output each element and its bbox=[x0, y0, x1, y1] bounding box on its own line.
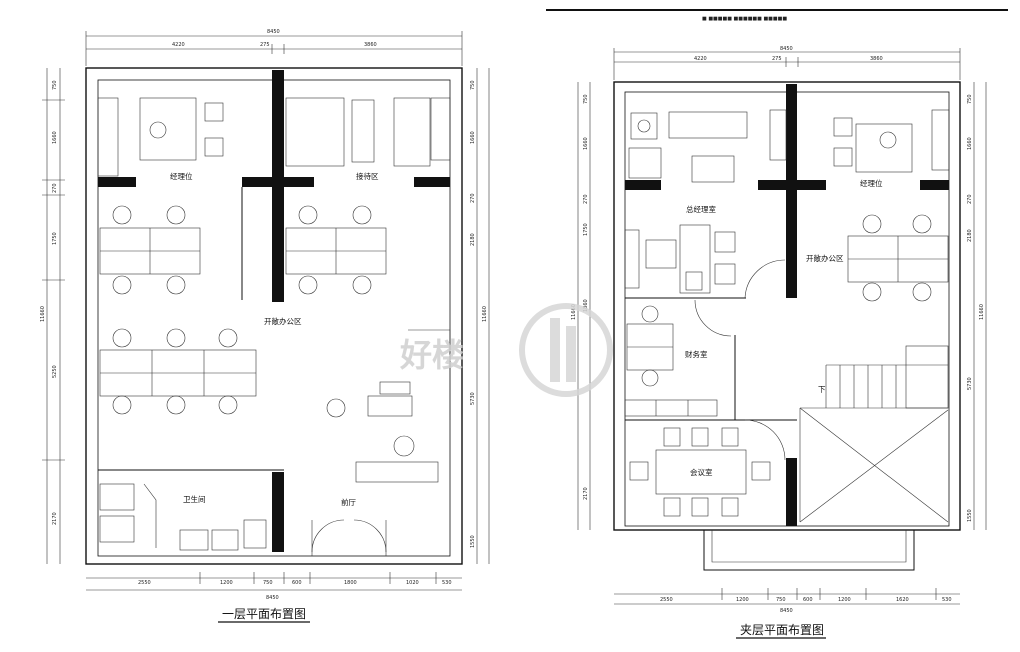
stair-down-label: 下 bbox=[818, 385, 826, 394]
stairs-plan1 bbox=[326, 329, 451, 483]
dim2-right-2: 270 bbox=[967, 194, 973, 204]
stair-void-plan2 bbox=[799, 345, 949, 523]
dim-right-3: 2180 bbox=[470, 233, 476, 246]
dim-top-total: 8450 bbox=[267, 29, 280, 35]
dim2-bottom-d: 600 bbox=[803, 597, 813, 603]
room2-label-finance: 财务室 bbox=[685, 349, 708, 359]
dim2-bottom-c: 750 bbox=[776, 597, 786, 603]
dim2-top-c: 3860 bbox=[870, 56, 883, 62]
dim-left-4: 5250 bbox=[52, 365, 58, 378]
dim-bottom-b: 1200 bbox=[220, 580, 233, 586]
plan-1: 8450 4220 275 3860 750 1660 270 1750 525… bbox=[40, 29, 490, 623]
dim2-right-total: 11660 bbox=[979, 304, 985, 320]
dim2-right-3: 2180 bbox=[967, 229, 973, 242]
entrance-door bbox=[311, 519, 387, 556]
room2-label-gm-office: 总经理室 bbox=[686, 204, 716, 214]
dim2-left-total: 11660 bbox=[571, 304, 577, 320]
room-label-lobby: 前厅 bbox=[341, 497, 356, 507]
room2-label-meeting: 会议室 bbox=[690, 467, 713, 477]
dim-top-c: 3860 bbox=[364, 42, 377, 48]
room2-label-open-office: 开敞办公区 bbox=[806, 253, 844, 263]
dim2-right-1: 1660 bbox=[967, 137, 973, 150]
plan-2: ■ ■■■■■ ■■■■■■ ■■■■■ 8450 4220 275 3860 … bbox=[546, 9, 1008, 639]
dim-right-0: 750 bbox=[470, 80, 476, 90]
dim-left-total: 11660 bbox=[40, 306, 46, 322]
top-header-text: ■ ■■■■■ ■■■■■■ ■■■■■ bbox=[702, 16, 787, 22]
room-label-restroom: 卫生间 bbox=[183, 494, 206, 504]
dim2-left-5: 2170 bbox=[583, 487, 589, 500]
dim-right-2: 270 bbox=[470, 193, 476, 203]
dim2-bottom-g: 530 bbox=[942, 597, 952, 603]
dim-bottom-total: 8450 bbox=[266, 595, 279, 601]
dim-bottom-g: 530 bbox=[442, 580, 452, 586]
dim-bottom-f: 1020 bbox=[406, 580, 419, 586]
dim2-right-5: 1550 bbox=[967, 509, 973, 522]
workstations-upper-left bbox=[99, 205, 201, 295]
plan-2-title: 夹层平面布置图 bbox=[740, 623, 824, 637]
dim-bottom-e: 1800 bbox=[344, 580, 357, 586]
manager2-furniture bbox=[769, 109, 950, 173]
workstations-middle bbox=[99, 328, 257, 415]
dim2-left-1: 1660 bbox=[583, 137, 589, 150]
dim2-right-4: 5730 bbox=[967, 377, 973, 390]
dim-right-1: 1660 bbox=[470, 131, 476, 144]
dim2-bottom-a: 2550 bbox=[660, 597, 673, 603]
dim-bottom-c: 750 bbox=[263, 580, 273, 586]
dim2-left-3: 1750 bbox=[583, 223, 589, 236]
dim2-bottom-total: 8450 bbox=[780, 608, 793, 614]
finance-furniture bbox=[624, 299, 732, 417]
dim-bottom-d: 600 bbox=[292, 580, 302, 586]
dim-right-5: 1550 bbox=[470, 535, 476, 548]
dim-left-1: 1660 bbox=[52, 131, 58, 144]
dim-right-total: 11660 bbox=[482, 306, 488, 322]
meeting-furniture bbox=[629, 419, 786, 517]
room-label-reception: 接待区 bbox=[356, 171, 379, 181]
watermark: 好楼 bbox=[399, 303, 613, 397]
plan-1-title: 一层平面布置图 bbox=[222, 607, 306, 621]
dim2-bottom-e: 1200 bbox=[838, 597, 851, 603]
watermark-text: 好楼 bbox=[399, 336, 464, 374]
dim2-left-4: 1860 bbox=[583, 299, 589, 312]
workstations-upper-right bbox=[285, 205, 387, 295]
workstations2 bbox=[847, 214, 949, 302]
dim-left-3: 1750 bbox=[52, 232, 58, 245]
dim2-left-2: 270 bbox=[583, 194, 589, 204]
restroom-fixtures bbox=[99, 483, 267, 551]
dim-bottom-a: 2550 bbox=[138, 580, 151, 586]
room2-label-manager: 经理位 bbox=[860, 178, 883, 188]
gm-office-furniture bbox=[624, 111, 786, 299]
room-label-open-office: 开敞办公区 bbox=[264, 316, 302, 326]
dim2-top-total: 8450 bbox=[780, 46, 793, 52]
dim-left-0: 750 bbox=[52, 80, 58, 90]
dim2-left-0: 750 bbox=[583, 94, 589, 104]
dim-top-b: 275 bbox=[260, 42, 270, 48]
dim2-top-a: 4220 bbox=[694, 56, 707, 62]
dim-top-a: 4220 bbox=[172, 42, 185, 48]
dim2-bottom-b: 1200 bbox=[736, 597, 749, 603]
dim2-bottom-f: 1620 bbox=[896, 597, 909, 603]
room-label-manager: 经理位 bbox=[170, 171, 193, 181]
dim2-right-0: 750 bbox=[967, 94, 973, 104]
dim-right-4: 5730 bbox=[470, 392, 476, 405]
dim-left-2: 270 bbox=[52, 183, 58, 193]
dim-left-5: 2170 bbox=[52, 512, 58, 525]
dim2-top-b: 275 bbox=[772, 56, 782, 62]
